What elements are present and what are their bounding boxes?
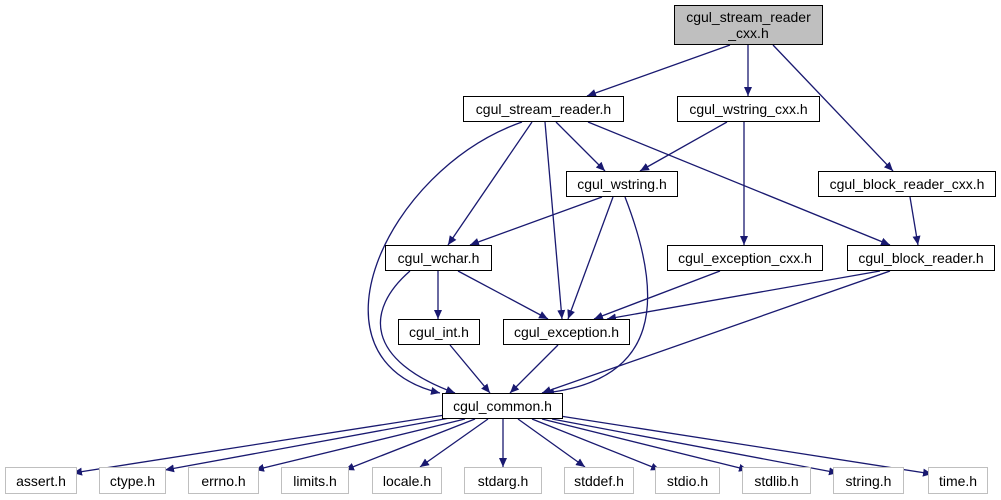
edge-wstring-to-wchar [469,196,603,246]
node-cgul-stream-reader-h[interactable]: cgul_stream_reader.h [463,96,624,122]
edge-common-to-locale [419,418,489,468]
node-stdio-h: stdio.h [655,467,720,494]
node-cgul-exception-h[interactable]: cgul_exception.h [503,319,630,345]
edge-common-to-stddef [517,418,586,468]
edge-exception-cxx-to-exception [593,270,721,320]
edge-stream-reader-to-common [367,121,523,395]
node-locale-h: locale.h [372,467,442,494]
node-cgul-block-reader-cxx-h[interactable]: cgul_block_reader_cxx.h [818,171,996,197]
edge-block-reader-to-common [541,270,891,394]
edge-wchar-to-common [379,270,456,394]
edge-int-to-common [449,344,491,394]
edge-stream-reader-to-wchar [447,121,533,246]
node-cgul-int-h[interactable]: cgul_int.h [398,319,480,345]
edge-wstring-cxx-to-wstring [639,121,728,172]
node-cgul-common-h[interactable]: cgul_common.h [442,393,563,419]
edge-wstring-to-exception [567,196,614,320]
edge-stream-reader-to-wstring [555,121,606,172]
edge-common-to-time [559,415,933,477]
node-root-label-line1: cgul_stream_reader [686,9,811,25]
node-root-cgul-stream-reader-cxx: cgul_stream_reader _cxx.h [674,5,823,45]
edge-block-reader-to-exception [606,270,881,322]
node-assert-h: assert.h [5,467,77,494]
node-root-label-line2: _cxx.h [728,25,769,41]
edge-block-reader-cxx-to-block-reader [909,196,921,246]
node-errno-h: errno.h [188,467,259,494]
node-cgul-wchar-h[interactable]: cgul_wchar.h [385,245,492,271]
edge-common-to-string [551,418,839,476]
edge-root-to-stream-reader [586,44,731,97]
edge-stream-reader-to-block-reader [587,121,891,246]
edge-stream-reader-to-exception [544,121,566,320]
node-stddef-h: stddef.h [564,467,634,494]
edge-common-to-stdlib [541,418,749,472]
node-stdlib-h: stdlib.h [742,467,811,494]
node-cgul-block-reader-h[interactable]: cgul_block_reader.h [847,245,995,271]
node-time-h: time.h [928,467,988,494]
edge-wstring-to-common [544,196,649,396]
node-limits-h: limits.h [281,467,349,494]
node-stdarg-h: stdarg.h [464,467,542,494]
node-cgul-exception-cxx-h[interactable]: cgul_exception_cxx.h [667,245,823,271]
edge-wchar-to-exception [457,270,549,320]
node-cgul-wstring-h[interactable]: cgul_wstring.h [566,171,678,197]
node-ctype-h: ctype.h [99,467,166,494]
node-string-h: string.h [833,467,904,494]
edge-common-to-stdio [531,418,661,471]
edge-common-to-limits [344,418,476,471]
edge-common-to-errno [254,418,466,472]
edge-common-to-ctype [164,416,456,473]
edge-exception-to-common [509,344,559,394]
edge-root-to-block-reader-cxx [772,44,894,172]
node-cgul-wstring-cxx-h[interactable]: cgul_wstring_cxx.h [677,96,820,122]
edge-common-to-assert [72,414,446,476]
